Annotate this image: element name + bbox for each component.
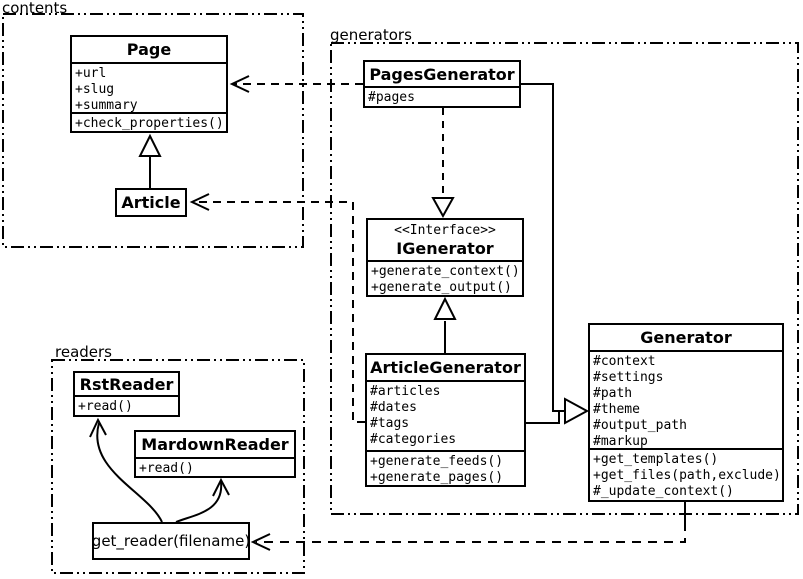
class-page-methods: +check_properties() xyxy=(72,114,226,135)
articlegenerator-to-igenerator-triangle-icon xyxy=(433,296,457,320)
method: +generate_feeds() xyxy=(370,454,504,469)
attribute: #dates xyxy=(370,400,417,415)
readers-package-label: readers xyxy=(55,343,112,361)
class-pagesgenerator: PagesGenerator #pages xyxy=(363,60,521,108)
class-pagesgenerator-attributes: #pages xyxy=(365,88,519,106)
class-page: Page +url +slug +summary +check_properti… xyxy=(70,35,228,133)
attribute: #output_path xyxy=(593,418,687,433)
class-igenerator: <<Interface>> IGenerator +generate_conte… xyxy=(366,218,524,297)
attribute: #settings xyxy=(593,370,664,385)
pagesgenerator-to-page-arrowhead-icon xyxy=(229,75,250,93)
method: +generate_context() xyxy=(371,264,520,279)
attribute: #context xyxy=(593,354,656,369)
article-to-page-triangle-icon xyxy=(138,133,162,157)
attribute: #pages xyxy=(368,90,415,105)
method: +get_files(path,exclude) xyxy=(593,468,781,483)
contents-package-label: contents xyxy=(2,0,68,17)
attribute: #theme xyxy=(593,402,640,417)
class-article: Article xyxy=(115,188,187,217)
articlegenerator-to-generator-line xyxy=(526,411,560,424)
generator-generalization-triangle-icon xyxy=(564,397,590,425)
method: +generate_output() xyxy=(371,280,512,295)
class-pagesgenerator-title: PagesGenerator xyxy=(365,62,519,88)
class-articlegenerator-title: ArticleGenerator xyxy=(367,355,524,382)
class-rstreader: RstReader +read() xyxy=(73,371,180,417)
class-articlegenerator-methods: +generate_feeds() +generate_pages() xyxy=(367,452,524,485)
class-generator-title: Generator xyxy=(590,325,782,352)
generator-to-getreader-dashed-line xyxy=(256,522,686,543)
class-rstreader-methods: +read() xyxy=(75,397,178,415)
generators-package-label: generators xyxy=(330,26,412,44)
class-igenerator-name: IGenerator xyxy=(396,238,494,258)
class-page-title: Page xyxy=(72,37,226,64)
generators-package-border xyxy=(330,42,799,515)
class-generator: Generator #context #settings #path #them… xyxy=(588,323,784,502)
class-mardownreader: MardownReader +read() xyxy=(134,430,296,478)
contents-package-border xyxy=(2,13,304,248)
class-articlegenerator: ArticleGenerator #articles #dates #tags … xyxy=(365,353,526,487)
attribute: +summary xyxy=(75,98,138,113)
interface-stereotype: <<Interface>> xyxy=(394,222,496,238)
method: #_update_context() xyxy=(593,484,734,499)
class-mardownreader-methods: +read() xyxy=(136,459,294,476)
attribute: #articles xyxy=(370,384,441,399)
readers-package-border xyxy=(51,359,305,574)
method: +generate_pages() xyxy=(370,470,504,485)
method: +read() xyxy=(78,399,133,414)
attribute: #markup xyxy=(593,434,648,449)
generator-to-getreader-arrowhead-icon xyxy=(250,533,271,551)
class-mardownreader-title: MardownReader xyxy=(136,432,294,459)
get-reader-label: get_reader(filename) xyxy=(91,532,251,550)
get-reader-box: get_reader(filename) xyxy=(92,522,250,560)
class-generator-attributes: #context #settings #path #theme #output_… xyxy=(590,352,782,450)
attribute: #categories xyxy=(370,432,457,447)
getreader-to-rstreader-arrowhead-icon xyxy=(89,417,107,438)
attribute: #tags xyxy=(370,416,410,431)
class-igenerator-methods: +generate_context() +generate_output() xyxy=(368,262,522,295)
getreader-to-mardownreader-arrowhead-icon xyxy=(212,477,230,497)
articlegenerator-to-article-dashed-line xyxy=(194,201,365,423)
class-rstreader-title: RstReader xyxy=(75,373,178,397)
class-generator-methods: +get_templates() +get_files(path,exclude… xyxy=(590,450,782,500)
method: +get_templates() xyxy=(593,452,719,467)
pagesgenerator-to-generator-line xyxy=(521,83,564,412)
getreader-to-mardownreader-curve xyxy=(175,481,223,523)
class-article-title: Article xyxy=(121,193,181,212)
attribute: +slug xyxy=(75,82,115,97)
attribute: +url xyxy=(75,66,107,81)
attribute: #path xyxy=(593,386,633,401)
class-page-attributes: +url +slug +summary xyxy=(72,64,226,114)
pagesgenerator-to-igenerator-triangle-icon xyxy=(431,197,455,219)
method: +check_properties() xyxy=(75,116,224,131)
method: +read() xyxy=(139,461,194,476)
getreader-to-rstreader-curve xyxy=(96,422,163,523)
articlegenerator-to-article-arrowhead-icon xyxy=(189,193,210,211)
class-articlegenerator-attributes: #articles #dates #tags #categories xyxy=(367,382,524,452)
class-igenerator-title: <<Interface>> IGenerator xyxy=(368,220,522,262)
